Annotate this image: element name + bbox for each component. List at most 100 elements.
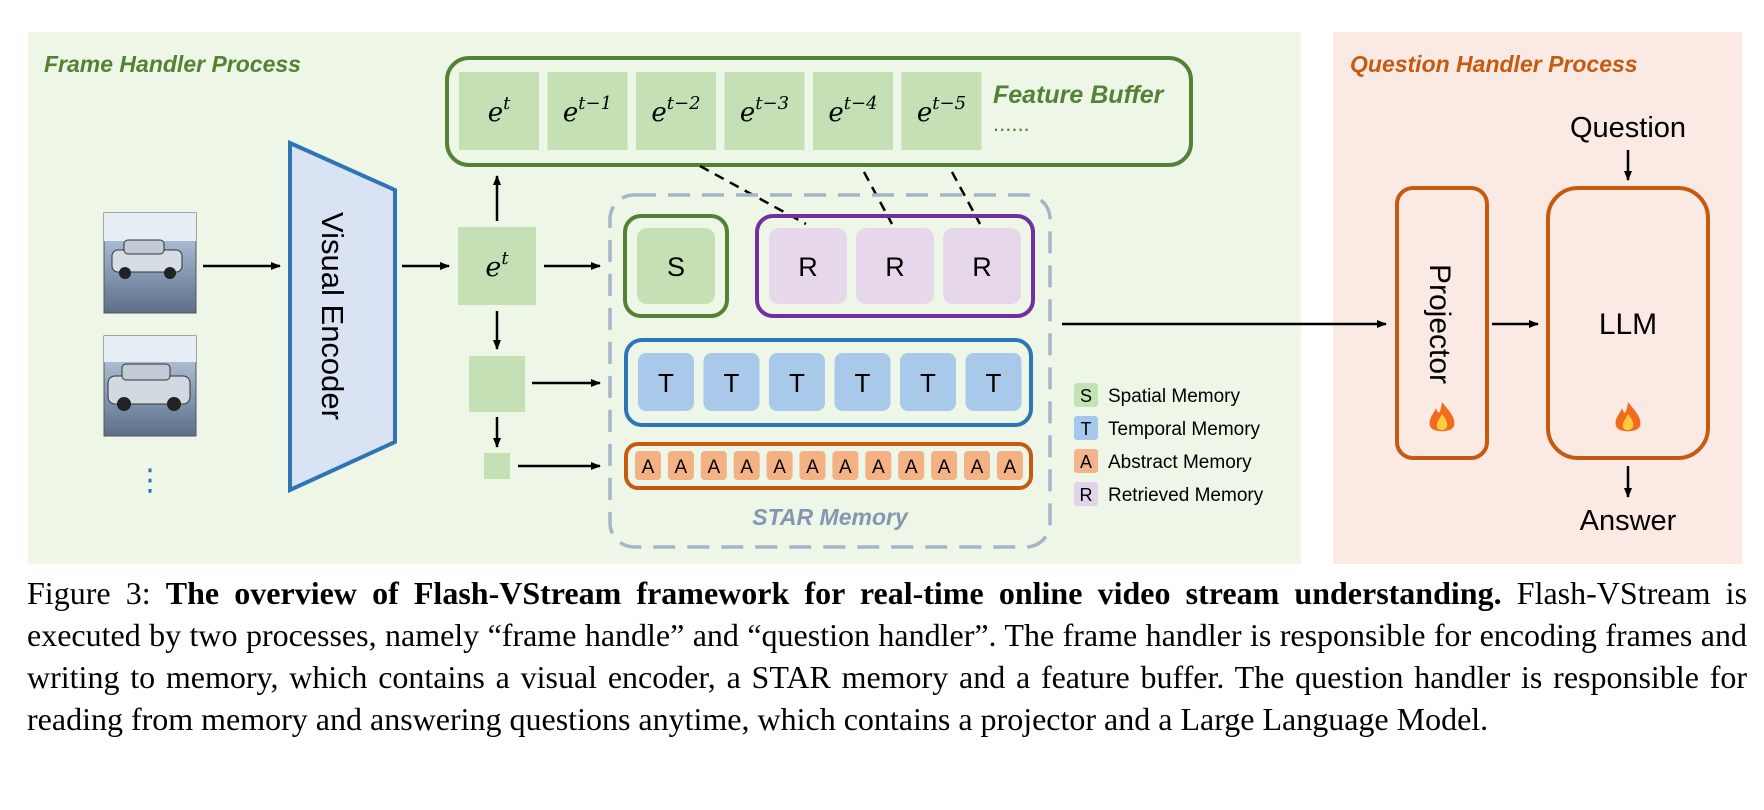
feature-buffer-cell	[636, 72, 716, 150]
projector-label: Projector	[1423, 264, 1456, 384]
visual-encoder-label: Visual Encoder	[315, 212, 350, 420]
temporal-memory-cell-label: T	[724, 368, 740, 398]
feature-buffer-cell	[813, 72, 893, 150]
abstract-memory-cell	[635, 451, 661, 480]
legend-label: Spatial Memory	[1108, 386, 1240, 407]
visual-encoder	[288, 139, 397, 494]
retrieval-link-2	[862, 171, 894, 225]
llm	[1546, 186, 1710, 460]
abstract-memory-cell	[996, 451, 1023, 480]
retrieved-memory-cell	[769, 228, 847, 304]
star-memory	[608, 193, 1052, 549]
feature-buffer-cell-label: et−5	[917, 93, 966, 128]
temporal-memory-box	[624, 338, 1033, 427]
retrieved-memory-cell	[943, 228, 1021, 304]
abstract-memory-cell-label: A	[1004, 457, 1017, 478]
feature-buffer-cell-label: et−2	[651, 93, 700, 128]
star-memory-title: STAR Memory	[752, 504, 909, 530]
frame-handler-title: Frame Handler Process	[44, 51, 301, 77]
abstract-memory-box	[624, 442, 1033, 490]
legend-swatch	[1074, 383, 1098, 407]
projector-fire-icon	[1429, 402, 1455, 432]
spatial-memory-cell	[637, 228, 715, 304]
abstract-memory-cell-label: A	[971, 457, 984, 478]
legend-swatch	[1074, 482, 1098, 506]
temporal-memory-cell	[834, 353, 891, 411]
legend-key: T	[1081, 419, 1092, 439]
feature-buffer-cell-label: et−1	[563, 93, 612, 128]
retrieval-link-3	[950, 171, 982, 225]
input-frame-1	[103, 212, 197, 314]
legend-label: Retrieved Memory	[1108, 485, 1264, 506]
abstract-memory-cell	[667, 451, 694, 480]
abstract-memory-cell-label: A	[938, 457, 951, 478]
retrieved-memory-cell-label: R	[972, 252, 992, 282]
frames-ellipsis: ⋮	[135, 463, 165, 498]
pooled-feature-medium	[469, 356, 525, 412]
answer-label: Answer	[1580, 505, 1677, 537]
abstract-memory-cell-label: A	[773, 457, 786, 478]
temporal-memory-cell-label: T	[855, 368, 871, 398]
temporal-memory-cell	[900, 353, 956, 411]
feature-buffer-cell-label: et	[488, 93, 511, 128]
feature-buffer-ellipsis: ......	[993, 111, 1030, 136]
abstract-memory-cell-label: A	[740, 457, 753, 478]
feature-buffer-cell-label: et−4	[828, 93, 877, 128]
feature-buffer	[445, 56, 1193, 167]
legend-swatch	[1074, 416, 1098, 440]
legend-swatch	[1074, 449, 1098, 473]
caption-title: The overview of Flash-VStream framework …	[165, 575, 1502, 611]
feature-buffer-cell	[901, 72, 982, 150]
abstract-memory-cell	[832, 451, 859, 480]
temporal-memory-cell	[769, 353, 825, 411]
legend-key: S	[1080, 386, 1092, 406]
input-frame-2	[103, 335, 197, 437]
legend-key: R	[1080, 485, 1093, 505]
abstract-memory-cell-label: A	[905, 457, 918, 478]
llm-label: LLM	[1599, 308, 1657, 341]
abstract-memory-cell-label: A	[642, 457, 655, 478]
temporal-memory-cell	[703, 353, 760, 411]
feature-buffer-cells: et et−1 et−2 et−3 et−4 et−5	[459, 72, 982, 150]
temporal-memory-cell-label: T	[920, 368, 936, 398]
caption-prefix: Figure 3:	[27, 575, 166, 611]
projector	[1395, 186, 1489, 460]
current-embedding-label: et	[485, 248, 509, 283]
framework-diagram: Frame Handler Process Question Handler P…	[28, 32, 1742, 564]
retrieved-memory-cell	[856, 228, 934, 304]
feature-buffer-title: Feature Buffer	[993, 81, 1165, 109]
question-handler-title: Question Handler Process	[1350, 51, 1638, 77]
figure-caption: Figure 3: The overview of Flash-VStream …	[27, 572, 1747, 740]
feature-buffer-cell-label: et−3	[740, 93, 789, 128]
abstract-memory-cell	[865, 451, 892, 480]
abstract-memory-cell-label: A	[872, 457, 885, 478]
temporal-memory-cell	[638, 353, 694, 411]
abstract-memory-cell	[700, 451, 727, 480]
pooled-feature-small	[484, 453, 510, 479]
abstract-memory-cell	[898, 451, 925, 480]
legend-key: A	[1080, 452, 1092, 472]
abstract-memory-cell-label: A	[707, 457, 720, 478]
temporal-memory-cell	[965, 353, 1022, 411]
feature-buffer-cell	[724, 72, 805, 150]
caption-body: Flash-VStream is executed by two process…	[27, 575, 1748, 737]
temporal-memory-cell-label: T	[986, 368, 1002, 398]
abstract-memory-cell-label: A	[675, 457, 688, 478]
current-embedding	[458, 227, 536, 305]
question-label: Question	[1570, 112, 1686, 144]
legend-label: Abstract Memory	[1108, 452, 1252, 473]
abstract-memory-cell	[766, 451, 793, 480]
retrieved-memory-box	[755, 214, 1035, 318]
abstract-memory-cell-label: A	[839, 457, 852, 478]
abstract-memory-cell	[799, 451, 826, 480]
retrieved-memory-cell-label: R	[885, 252, 905, 282]
feature-buffer-cell	[547, 72, 628, 150]
abstract-memory-cell	[931, 451, 958, 480]
abstract-memory-cell	[964, 451, 990, 480]
abstract-memory-cell	[733, 451, 760, 480]
question-handler-panel	[1333, 32, 1742, 564]
retrieved-memory-cell-label: R	[798, 252, 818, 282]
